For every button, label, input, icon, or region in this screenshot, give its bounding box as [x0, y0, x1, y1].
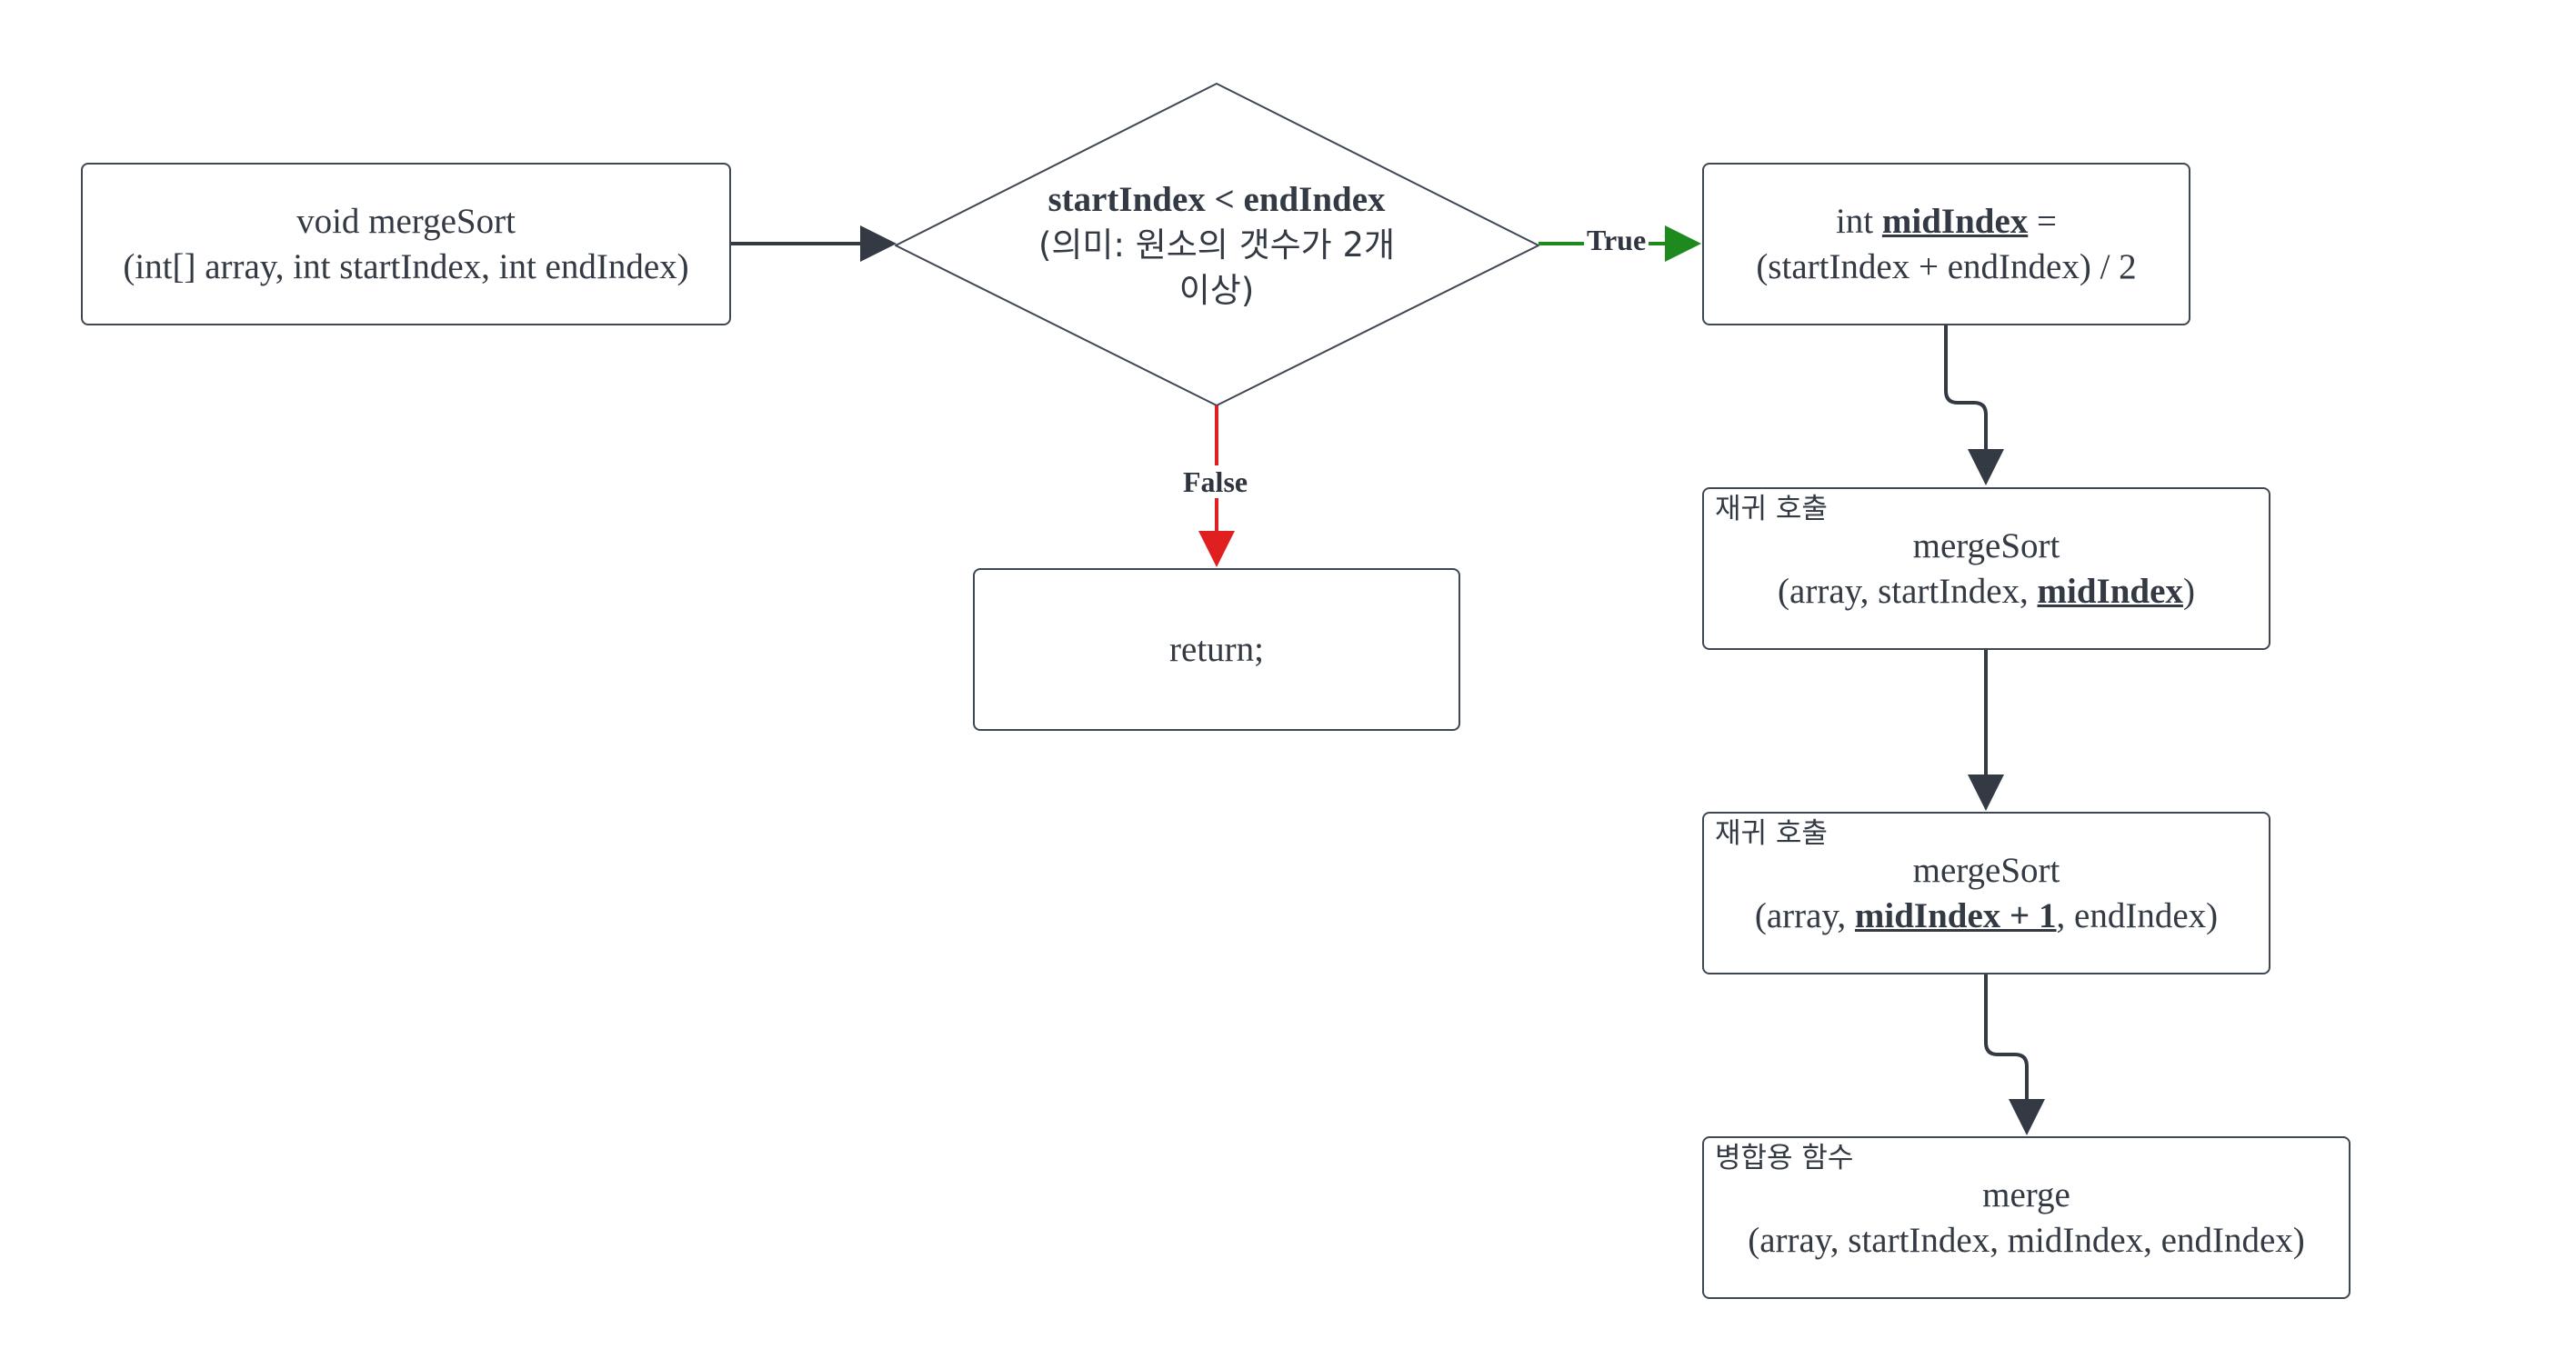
- mid-index-formula: (startIndex + endIndex) / 2: [1756, 246, 2137, 286]
- merge-sort-left-node: 재귀 호출 mergeSort (array, startIndex, midI…: [1702, 487, 2270, 650]
- true-edge-label: True: [1584, 224, 1649, 256]
- merge-sort-right-emphasis: midIndex + 1: [1854, 895, 2057, 935]
- merge-sort-right-node: 재귀 호출 mergeSort (array, midIndex + 1, en…: [1702, 812, 2270, 974]
- decision-meaning-cont: 이상): [1178, 271, 1255, 310]
- return-node: return;: [973, 568, 1460, 731]
- mid-index-post: =: [2028, 201, 2058, 241]
- edge-mid-to-sort-left: [1944, 325, 2004, 485]
- merge-sort-left-title: mergeSort: [1912, 525, 2060, 565]
- merge-sort-right-params: (array, midIndex + 1, endIndex): [1755, 894, 2218, 939]
- decision-meaning: (의미: 원소의 갯수가 2개: [1037, 225, 1396, 265]
- merge-sort-left-emphasis: midIndex: [2037, 571, 2183, 611]
- start-node-title: void mergeSort: [296, 201, 516, 241]
- merge-sort-left-params: (array, startIndex, midIndex): [1778, 569, 2195, 615]
- recursive-call-tag: 재귀 호출: [1715, 493, 1828, 525]
- decision-condition: startIndex < endIndex: [1047, 180, 1386, 219]
- start-node: void mergeSort (int[] array, int startIn…: [81, 163, 731, 325]
- recursive-call-tag: 재귀 호출: [1715, 817, 1828, 850]
- decision-text: startIndex < endIndex (의미: 원소의 갯수가 2개 이상…: [964, 164, 1469, 327]
- merge-sort-right-title: mergeSort: [1912, 850, 2060, 890]
- merge-node: 병합용 함수 merge (array, startIndex, midInde…: [1702, 1136, 2350, 1299]
- mid-index-variable: midIndex: [1881, 201, 2029, 241]
- mid-index-declaration: int midIndex =: [1836, 199, 2057, 245]
- merge-params: (array, startIndex, midIndex, endIndex): [1748, 1220, 2305, 1260]
- merge-function-tag: 병합용 함수: [1715, 1142, 1854, 1174]
- edge-sort-right-to-merge: [1984, 974, 2045, 1135]
- mid-index-pre: int: [1835, 201, 1882, 241]
- false-edge-label: False: [1180, 465, 1251, 498]
- merge-sort-right-post: , endIndex): [2056, 895, 2219, 935]
- merge-sort-left-pre: (array, startIndex,: [1778, 571, 2038, 611]
- merge-sort-right-pre: (array,: [1754, 895, 1855, 935]
- merge-title: merge: [1982, 1174, 2070, 1214]
- mid-index-node: int midIndex = (startIndex + endIndex) /…: [1702, 163, 2190, 325]
- start-node-params: (int[] array, int startIndex, int endInd…: [123, 246, 689, 286]
- merge-sort-left-post: ): [2182, 571, 2195, 611]
- return-statement: return;: [1169, 629, 1264, 669]
